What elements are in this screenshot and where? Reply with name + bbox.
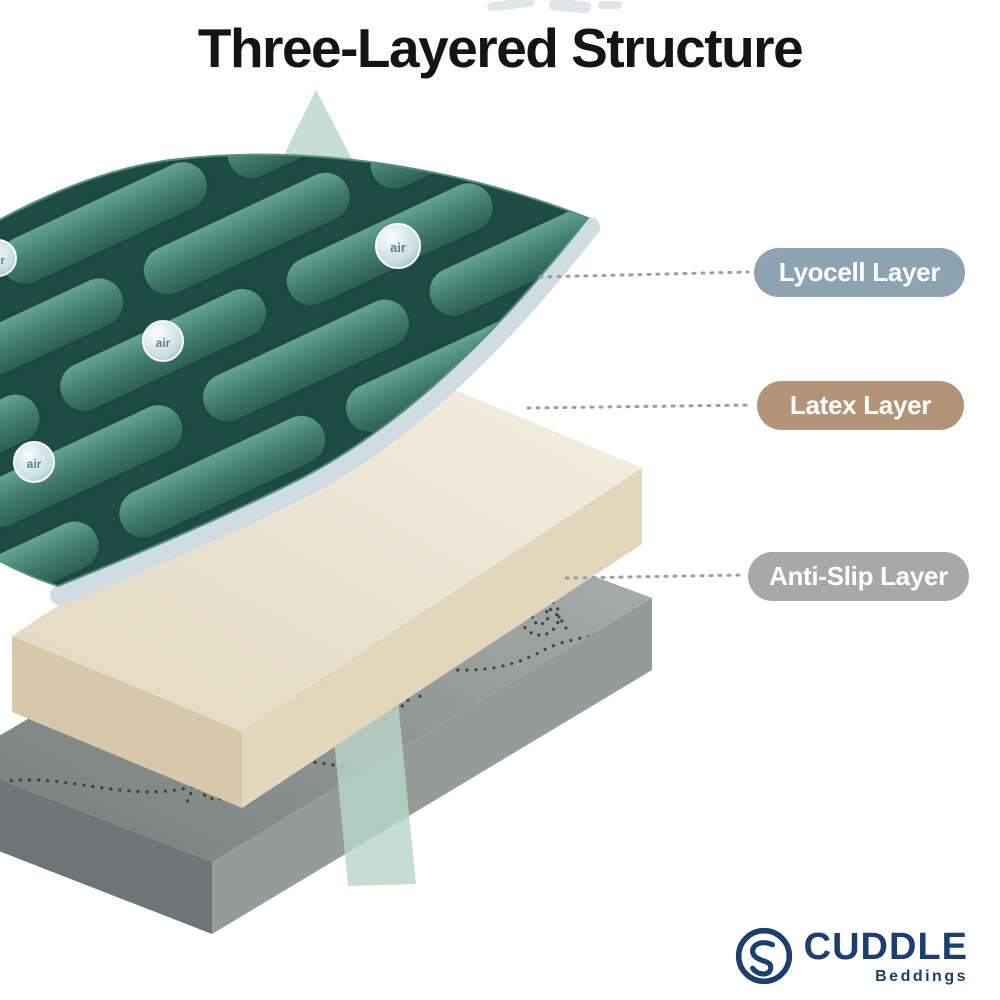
latex-front-left-face: [12, 636, 242, 808]
logo-tagline: Beddings: [875, 967, 968, 985]
lyocell-surface-quilt: [0, 153, 590, 588]
cropped-top-artifact: [598, 1, 622, 9]
air-bubble: air: [13, 441, 55, 483]
label-pill-latex: Latex Layer: [757, 381, 964, 430]
brand-logo: CUDDLE Beddings: [734, 926, 968, 986]
cuddle-logo-icon: [735, 927, 792, 985]
anti-slip-front-left-face: [0, 779, 212, 934]
air-bubble: air: [0, 239, 17, 277]
svg-text:air: air: [27, 457, 42, 471]
page-title: Three-Layered Structure: [197, 17, 804, 79]
label-pill-antislip: Anti-Slip Layer: [748, 552, 969, 601]
air-bubble: air: [142, 320, 184, 362]
air-bubble: air: [375, 223, 421, 269]
latex-top-face: [12, 372, 642, 732]
leader-line-latex: [526, 403, 754, 410]
logo-brand-name: CUDDLE: [803, 925, 968, 968]
lyocell-underside-edge: [50, 217, 600, 605]
svg-text:air: air: [156, 336, 171, 350]
latex-layer-graphic: [12, 372, 642, 808]
lyocell-layer-graphic: [0, 153, 600, 605]
anti-slip-front-right-face: [212, 598, 652, 934]
leader-line-lyocell: [538, 270, 750, 279]
svg-text:air: air: [0, 255, 5, 267]
logo-text: CUDDLE Beddings: [804, 928, 968, 985]
label-pill-lyocell: Lyocell Layer: [754, 248, 965, 297]
svg-text:air: air: [390, 240, 406, 255]
latex-front-right-face: [242, 468, 642, 808]
air-bubbles: air air air air: [0, 223, 421, 483]
leader-line-antislip: [564, 573, 746, 580]
